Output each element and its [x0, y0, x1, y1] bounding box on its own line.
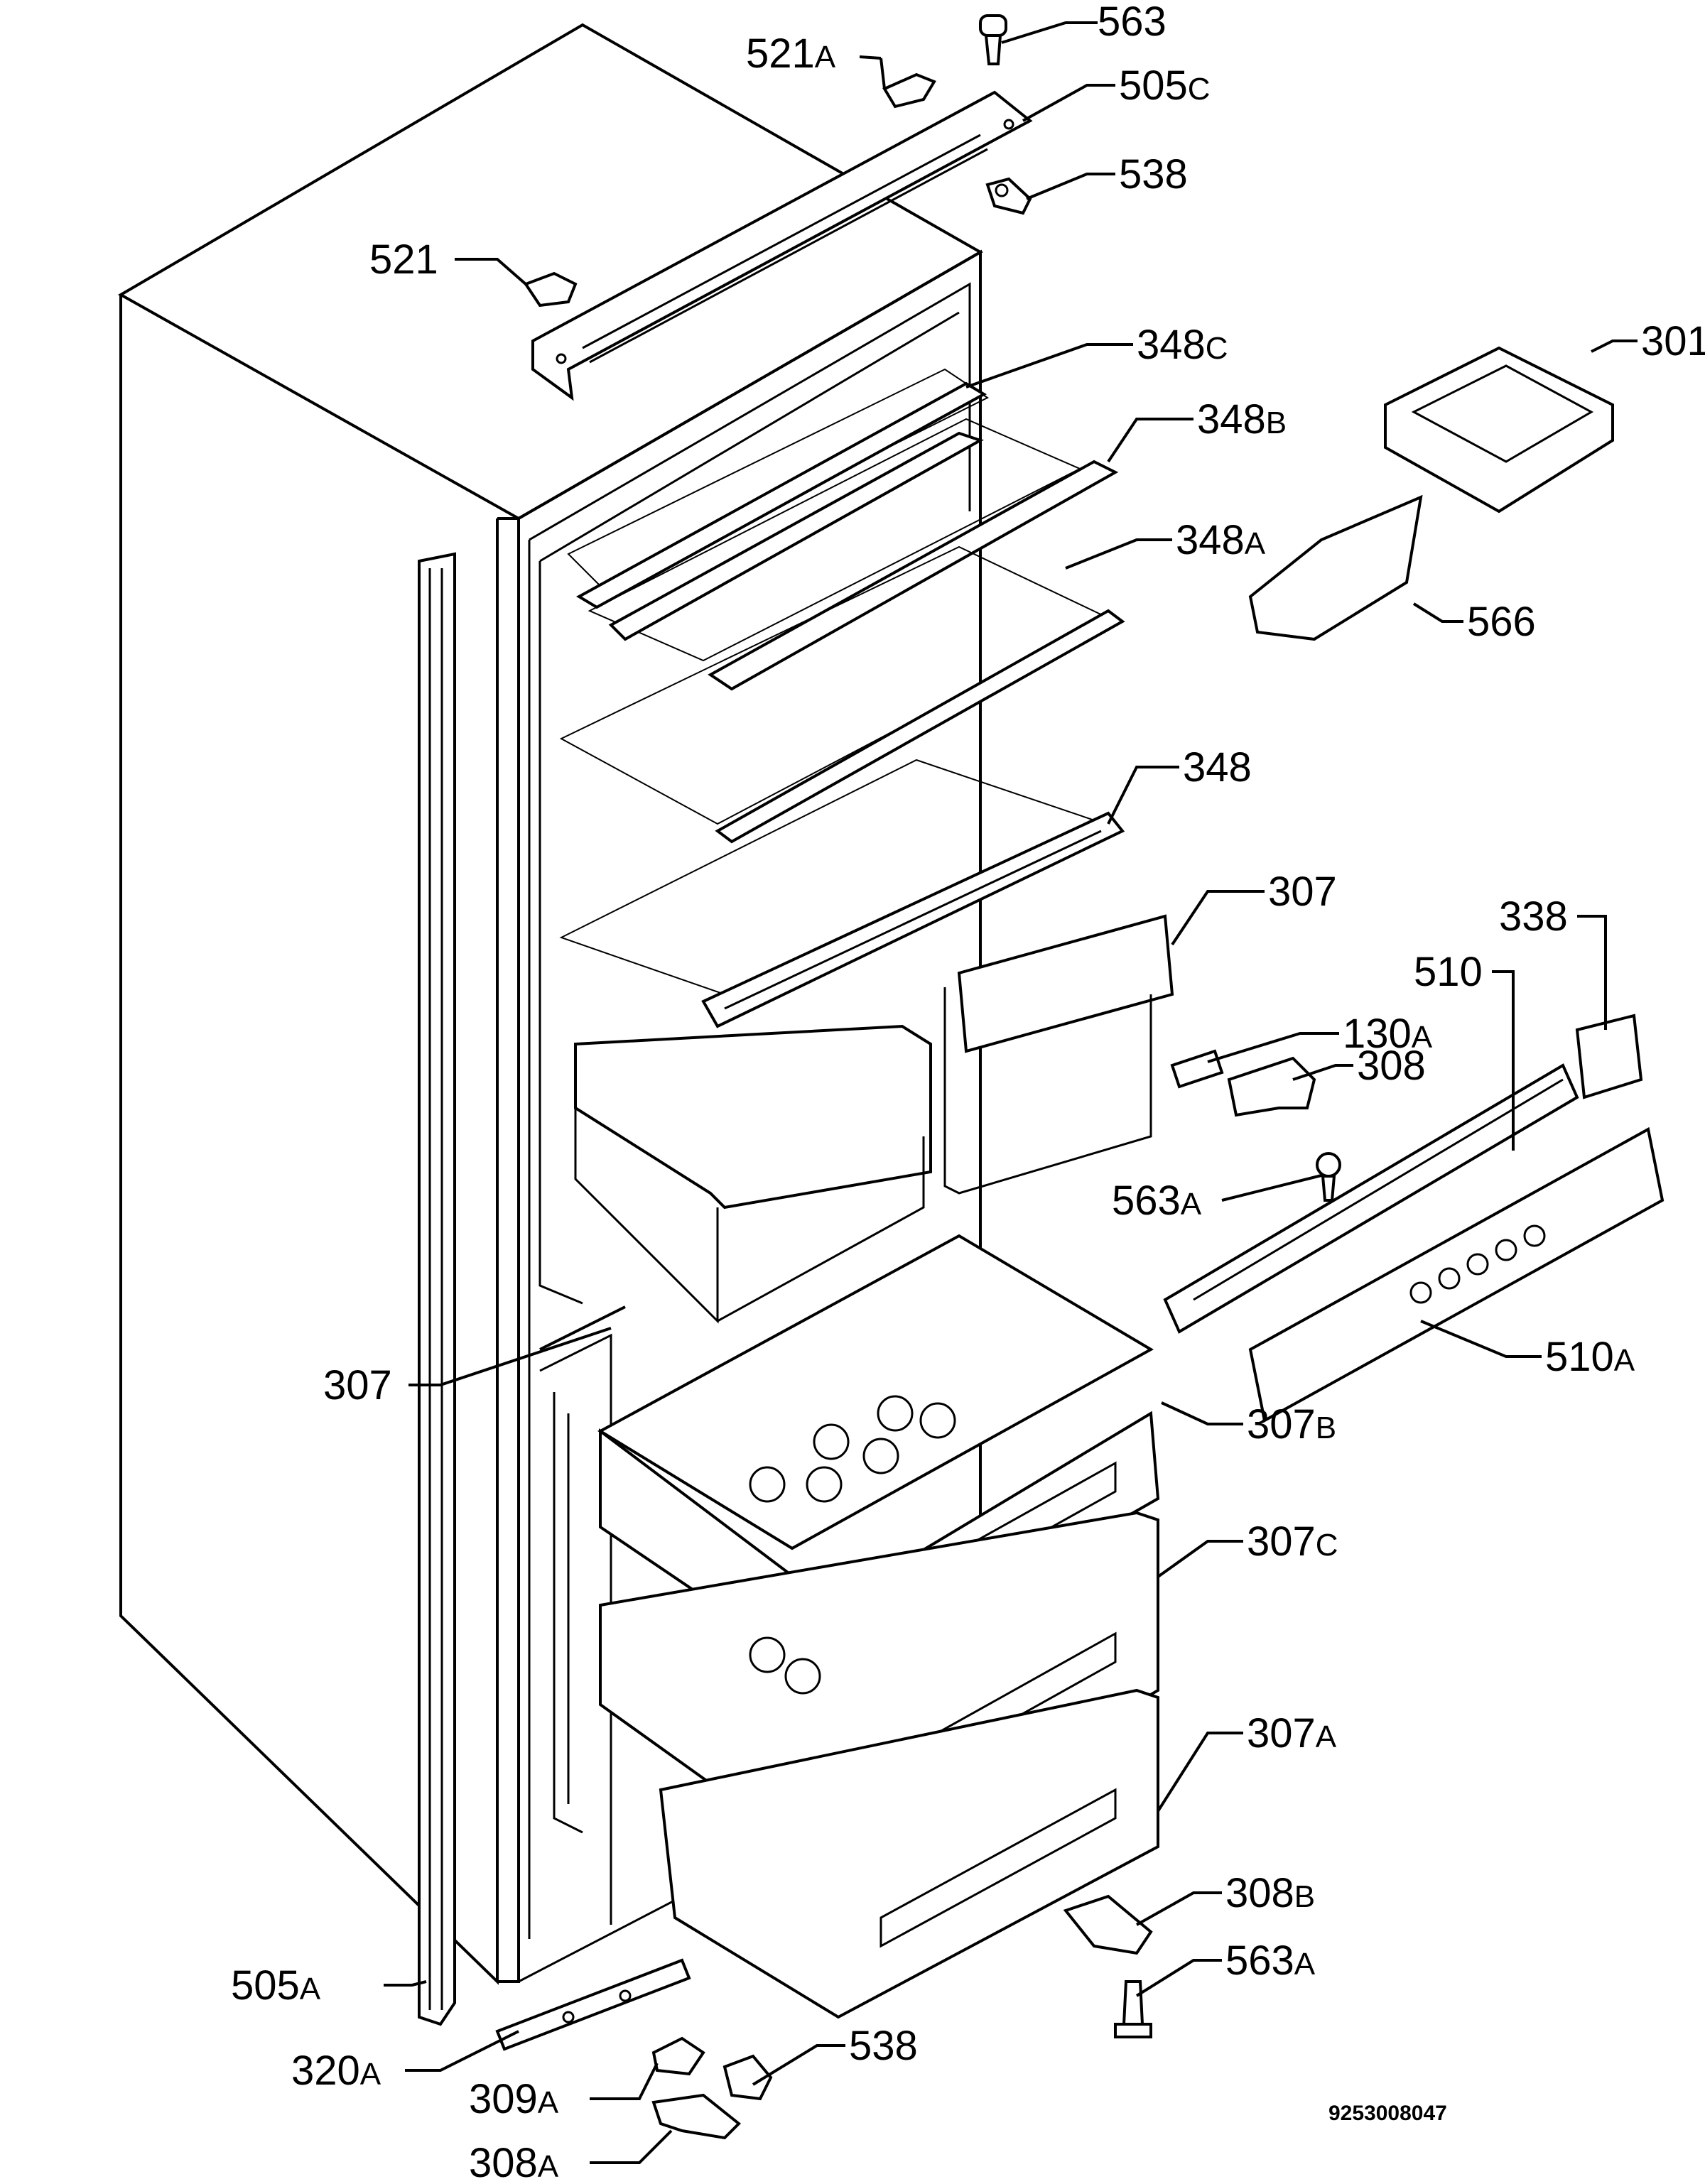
shelf-348b: [588, 418, 1119, 691]
label-505a: 505A: [231, 1962, 321, 2009]
leader-lines: [384, 21, 1638, 2164]
label-307a: 307A: [1247, 1710, 1337, 1756]
label-521: 521: [369, 237, 438, 283]
cap-309a: [651, 2036, 705, 2076]
label-563a-mid: 563A: [1112, 1178, 1202, 1224]
label-510: 510: [1414, 949, 1483, 995]
bracket-308b: [1063, 1894, 1153, 1955]
drawer-307a: [659, 1688, 1159, 2019]
shelf-348c: [567, 368, 989, 609]
label-307-top: 307: [1268, 869, 1337, 915]
hinge-538-top: [985, 177, 1032, 215]
part-labels: 563 521A 505C 538 521 348C 301 348B 348A…: [231, 0, 1705, 2184]
bracket-308a: [651, 2093, 741, 2140]
label-320a: 320A: [291, 2048, 381, 2094]
door-gasket-505a: [418, 552, 456, 2026]
label-348: 348: [1183, 744, 1252, 791]
label-130a: 130A: [1343, 1011, 1433, 1057]
label-307-left: 307: [323, 1362, 392, 1408]
screw-563a-mid: [1316, 1152, 1341, 1202]
label-338: 338: [1499, 893, 1568, 940]
clip-521a: [879, 58, 936, 109]
label-348b: 348B: [1197, 396, 1287, 442]
label-307b: 307B: [1247, 1401, 1336, 1447]
label-309a: 309A: [469, 2076, 559, 2122]
scraper-566: [1248, 494, 1423, 641]
drawing-code: 9253008047: [1328, 2102, 1447, 2125]
label-348a: 348A: [1176, 517, 1266, 563]
label-563a-bottom: 563A: [1225, 1938, 1316, 1984]
label-308b: 308B: [1225, 1870, 1315, 1916]
top-trim-505c: [531, 90, 1033, 401]
label-307c: 307C: [1247, 1519, 1338, 1565]
label-308: 308: [1357, 1043, 1426, 1089]
label-308a: 308A: [469, 2140, 559, 2184]
label-301: 301: [1641, 318, 1705, 364]
label-521a: 521A: [746, 31, 836, 77]
grille-510: [1163, 1014, 1643, 1334]
hinge-320a: [495, 1958, 691, 2051]
shelf-348: [559, 759, 1125, 1028]
label-510a: 510A: [1545, 1334, 1635, 1380]
hinge-308: [1227, 1056, 1316, 1117]
shim-130a: [1170, 1049, 1224, 1089]
hinge-538-bottom: [722, 2054, 773, 2101]
shelf-348a: [559, 545, 1125, 844]
screw-563-top: [979, 14, 1007, 65]
label-505c: 505C: [1119, 63, 1211, 109]
label-566: 566: [1467, 599, 1536, 645]
label-348c: 348C: [1137, 322, 1228, 368]
label-538-bottom: 538: [849, 2023, 918, 2069]
clip-521: [523, 271, 578, 308]
screw-563a-bottom: [1114, 1980, 1152, 2038]
grille-510a: [1248, 1126, 1665, 1423]
label-563-top: 563: [1098, 0, 1167, 45]
label-538-top: 538: [1119, 151, 1188, 197]
fridge-cabinet: [117, 23, 984, 1985]
ice-tray-301: [1384, 346, 1614, 514]
door-bin-307-upper: [574, 914, 1174, 1324]
